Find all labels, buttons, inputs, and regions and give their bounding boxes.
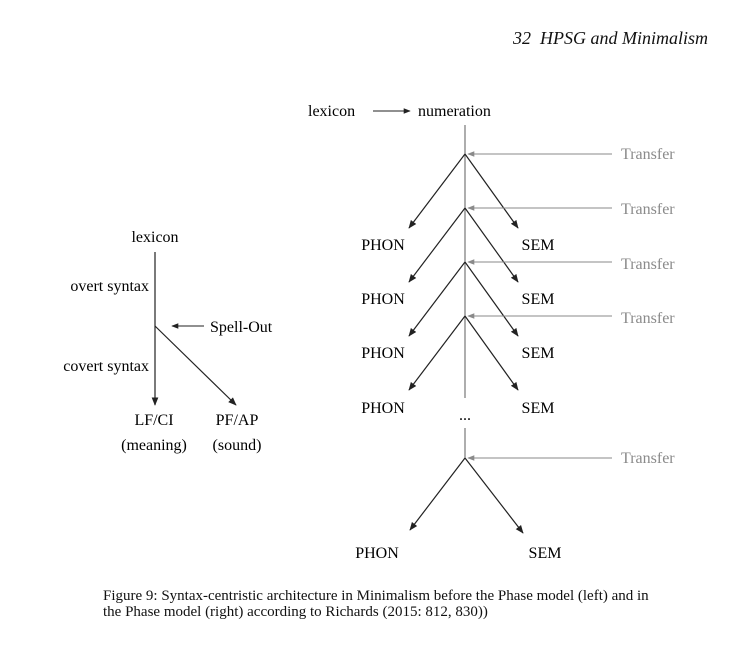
phase-model: lexicon numeration ... Transfer PHON SEM… xyxy=(308,103,675,562)
transfer-label-3: Transfer xyxy=(621,256,675,273)
pf-arrow xyxy=(154,325,237,406)
phon-label-4: PHON xyxy=(361,400,405,417)
transfer-label-2: Transfer xyxy=(621,201,675,218)
phase-ellipsis: ... xyxy=(459,407,471,424)
sem-arrow-2 xyxy=(464,207,519,283)
sem-arrow-3 xyxy=(464,261,519,337)
sem-label-5: SEM xyxy=(529,545,562,562)
transfer-label-1: Transfer xyxy=(621,146,675,163)
phon-arrow-2 xyxy=(408,207,466,283)
phon-label-5: PHON xyxy=(355,545,399,562)
chapter-title: HPSG and Minimalism xyxy=(540,28,708,48)
covert-syntax-label: covert syntax xyxy=(63,358,149,375)
running-header: 32 HPSG and Minimalism xyxy=(513,28,708,49)
pf-ap-label: PF/AP xyxy=(216,412,259,429)
chapter-number: 32 xyxy=(513,28,531,48)
numeration-label: numeration xyxy=(418,103,491,120)
sem-label-3: SEM xyxy=(522,345,555,362)
overt-syntax-label: overt syntax xyxy=(70,278,149,295)
phon-arrow-5 xyxy=(409,457,466,531)
phon-label-1: PHON xyxy=(361,237,405,254)
meaning-label: (meaning) xyxy=(121,437,187,454)
lf-ci-label: LF/CI xyxy=(134,412,173,429)
transfer-label-5: Transfer xyxy=(621,450,675,467)
spell-out-label: Spell-Out xyxy=(210,319,273,336)
phon-label-3: PHON xyxy=(361,345,405,362)
phon-label-2: PHON xyxy=(361,291,405,308)
sem-label-1: SEM xyxy=(522,237,555,254)
sem-arrow-1 xyxy=(464,153,519,229)
transfer-label-4: Transfer xyxy=(621,310,675,327)
sem-arrow-5 xyxy=(464,457,524,534)
left-lexicon-label: lexicon xyxy=(131,229,178,246)
right-lexicon-label: lexicon xyxy=(308,103,355,120)
sound-label: (sound) xyxy=(213,437,262,454)
figure-caption: Figure 9: Syntax-centristic architecture… xyxy=(103,588,649,620)
sem-label-4: SEM xyxy=(522,400,555,417)
phon-arrow-3 xyxy=(408,261,466,337)
pre-phase-model: lexicon overt syntax Spell-Out covert sy… xyxy=(63,229,273,454)
phon-arrow-1 xyxy=(408,153,466,229)
phon-arrow-4 xyxy=(408,315,466,391)
sem-label-2: SEM xyxy=(522,291,555,308)
sem-arrow-4 xyxy=(464,315,519,391)
